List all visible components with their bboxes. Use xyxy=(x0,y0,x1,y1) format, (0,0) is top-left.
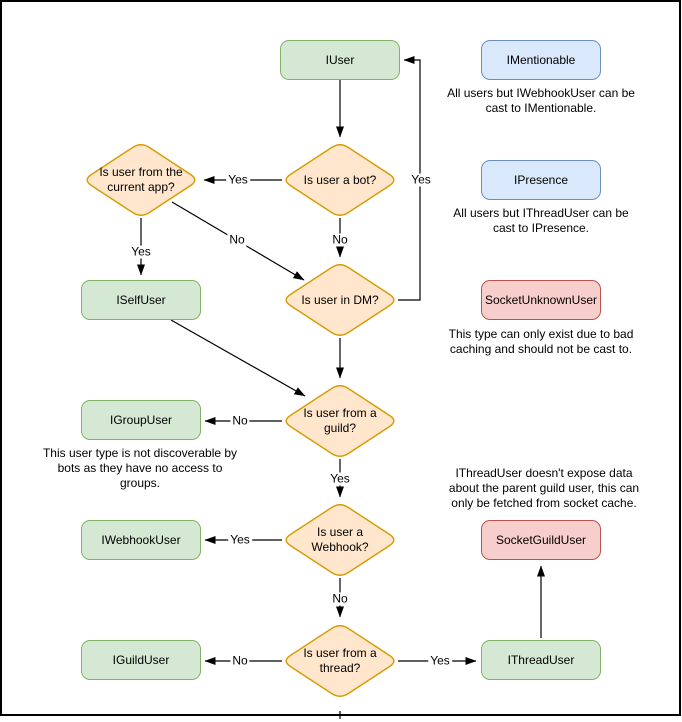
diamond-shape xyxy=(285,144,395,216)
node-label: IMentionable xyxy=(506,53,576,67)
decision-label: Is user from a thread? xyxy=(303,646,377,675)
decision-label: Is user from the current app? xyxy=(99,165,183,194)
edge-label-dm-yes: Yes xyxy=(409,172,433,187)
edge-label-app-yes: Yes xyxy=(129,244,153,259)
node-ithreaduser: IThreadUser xyxy=(481,640,601,680)
node-label: SocketUnknownUser xyxy=(484,293,598,307)
note-igroupuser: This user type is not discoverable by bo… xyxy=(42,446,238,490)
node-label: IPresence xyxy=(513,173,569,187)
edge-label-bot-no: No xyxy=(330,232,350,247)
node-label: IUser xyxy=(325,53,355,67)
edge-label-bot-yes: Yes xyxy=(226,172,250,187)
note-imentionable: All users but IWebhookUser can be cast t… xyxy=(447,86,635,115)
edge-label-thread-no: No xyxy=(230,653,250,668)
node-igroupuser: IGroupUser xyxy=(81,400,201,440)
node-imentionable: IMentionable xyxy=(481,40,601,80)
edge-label-webhook-yes: Yes xyxy=(228,532,252,547)
diamond-shape xyxy=(285,264,395,336)
decision-label: Is user from a guild? xyxy=(303,406,377,435)
node-socketunknownuser: SocketUnknownUser xyxy=(481,280,601,320)
diamond-shape xyxy=(285,504,395,576)
node-label: IGroupUser xyxy=(109,413,173,427)
node-label: IGuildUser xyxy=(112,653,170,667)
note-socketunknownuser: This type can only exist due to bad cach… xyxy=(448,327,634,356)
diamond-shape xyxy=(86,144,196,216)
edge-label-guild-yes: Yes xyxy=(328,471,352,486)
node-socketguilduser: SocketGuildUser xyxy=(481,520,601,560)
edge-label-thread-yes: Yes xyxy=(428,653,452,668)
note-ipresence: All users but IThreadUser can be cast to… xyxy=(453,206,629,235)
decision-label: Is user in DM? xyxy=(301,292,379,307)
decision-is-user-in-dm: Is user in DM? xyxy=(280,260,400,340)
node-iselfuser: ISelfUser xyxy=(81,280,201,320)
diamond-shape xyxy=(285,625,395,697)
note-ithreaduser: IThreadUser doesn't expose data about th… xyxy=(448,466,640,510)
node-ipresence: IPresence xyxy=(481,160,601,200)
decision-is-user-from-guild: Is user from a guild? xyxy=(280,381,400,461)
edge-label-webhook-no: No xyxy=(330,591,350,606)
edge-label-guild-no: No xyxy=(230,413,250,428)
decision-is-user-a-bot: Is user a bot? xyxy=(280,140,400,220)
decision-is-user-a-webhook: Is user a Webhook? xyxy=(280,500,400,580)
diamond-shape xyxy=(285,385,395,457)
node-iuser: IUser xyxy=(280,40,400,80)
node-label: IWebhookUser xyxy=(101,533,181,547)
decision-label: Is user a bot? xyxy=(303,172,377,187)
node-label: IThreadUser xyxy=(507,653,575,667)
edge-iselfuser-to-guild xyxy=(170,319,306,397)
node-label: SocketGuildUser xyxy=(495,533,587,547)
node-iwebhookuser: IWebhookUser xyxy=(81,520,201,560)
decision-is-user-from-thread: Is user from a thread? xyxy=(280,621,400,701)
decision-label: Is user a Webhook? xyxy=(311,525,369,554)
node-label: ISelfUser xyxy=(116,293,166,307)
decision-is-user-from-current-app: Is user from the current app? xyxy=(81,140,201,220)
edge-label-app-no: No xyxy=(227,232,247,247)
node-iguilduser: IGuildUser xyxy=(81,640,201,680)
